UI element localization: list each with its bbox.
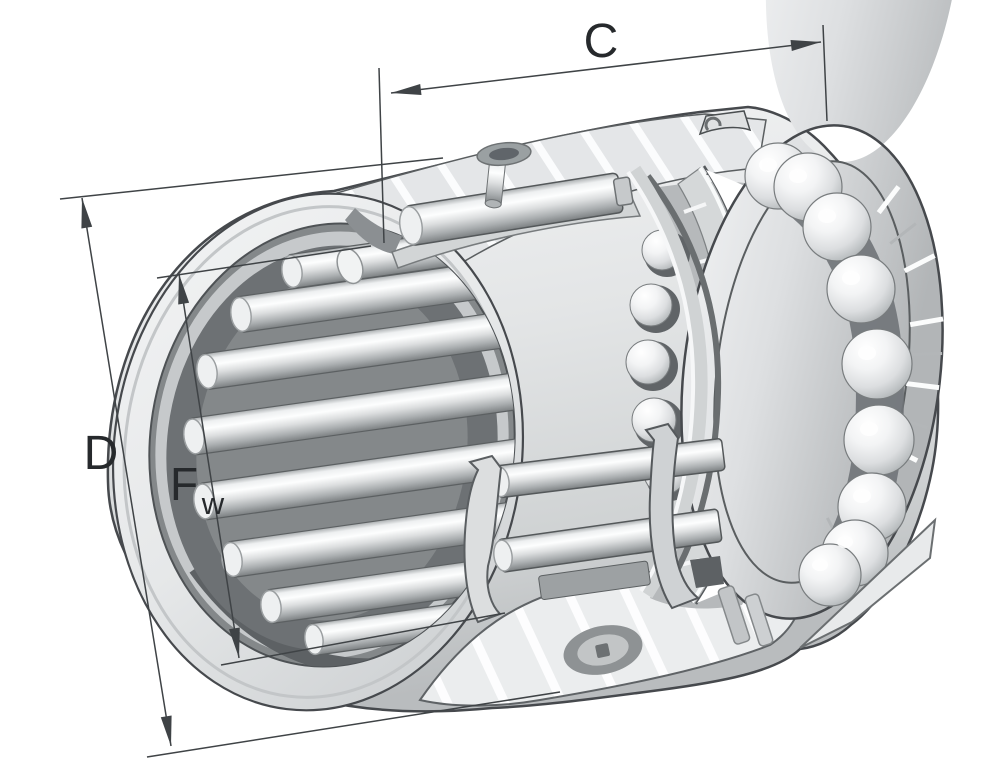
arrowhead-right xyxy=(790,40,821,51)
top-exposed-needle-group xyxy=(391,141,642,269)
thrust-ball xyxy=(843,404,915,476)
extension-line xyxy=(822,24,828,122)
lubrication-hole xyxy=(476,141,532,209)
cage-needle-rear xyxy=(538,560,651,600)
thrust-ball xyxy=(841,328,913,400)
extension-line xyxy=(146,691,561,758)
washer-bottom-cut xyxy=(799,517,937,649)
dimension-outer-diameter-D xyxy=(59,157,561,758)
label-bore-F-subscript: w xyxy=(201,486,225,521)
needle-roller xyxy=(183,372,522,456)
extension-line xyxy=(220,612,506,666)
label-outer-diameter-D: D xyxy=(84,427,119,480)
arrowhead-top xyxy=(178,274,190,305)
thrust-ball xyxy=(798,543,862,607)
dimension-line xyxy=(81,197,172,747)
bottom-recess xyxy=(563,625,643,675)
label-width-C: C xyxy=(584,15,619,68)
dimension-line xyxy=(390,41,822,94)
arrowhead-bottom xyxy=(160,715,172,746)
rim-notch-shadow xyxy=(345,208,402,254)
dimensions xyxy=(59,24,828,758)
washer-top-lip xyxy=(698,110,752,136)
thrust-ball xyxy=(625,339,671,385)
needle-cage-cutaway xyxy=(463,422,774,675)
top-needle-roller xyxy=(398,172,634,246)
extension-line xyxy=(59,157,444,200)
extension-line xyxy=(378,67,385,244)
arrowhead-left xyxy=(391,84,422,95)
dimension-line xyxy=(178,273,240,659)
thrust-balls-near-arc xyxy=(744,142,915,607)
front-rim-notch xyxy=(336,208,402,285)
arrowhead-bottom xyxy=(229,627,240,658)
axial-ball-assembly xyxy=(625,0,962,649)
dimension-bore-Fw xyxy=(156,245,506,666)
thrust-ball xyxy=(629,283,673,327)
dimension-labels: C D F w xyxy=(84,15,619,521)
cage-foot-shadow xyxy=(690,556,724,588)
cage-rail-right xyxy=(644,422,700,610)
arrowhead-top xyxy=(81,198,93,229)
bottom-step-notches xyxy=(717,585,774,647)
thrust-ball xyxy=(802,192,872,262)
thrust-ball xyxy=(826,254,896,324)
label-bore-F: F xyxy=(170,458,198,510)
dimension-width-C xyxy=(378,24,828,244)
lip-hook xyxy=(704,116,722,132)
lube-hole-pin xyxy=(484,156,507,209)
extension-line xyxy=(156,245,372,279)
lube-hole-bore xyxy=(489,147,519,161)
top-needle-cap xyxy=(336,247,364,285)
ball-highlights xyxy=(759,158,878,571)
